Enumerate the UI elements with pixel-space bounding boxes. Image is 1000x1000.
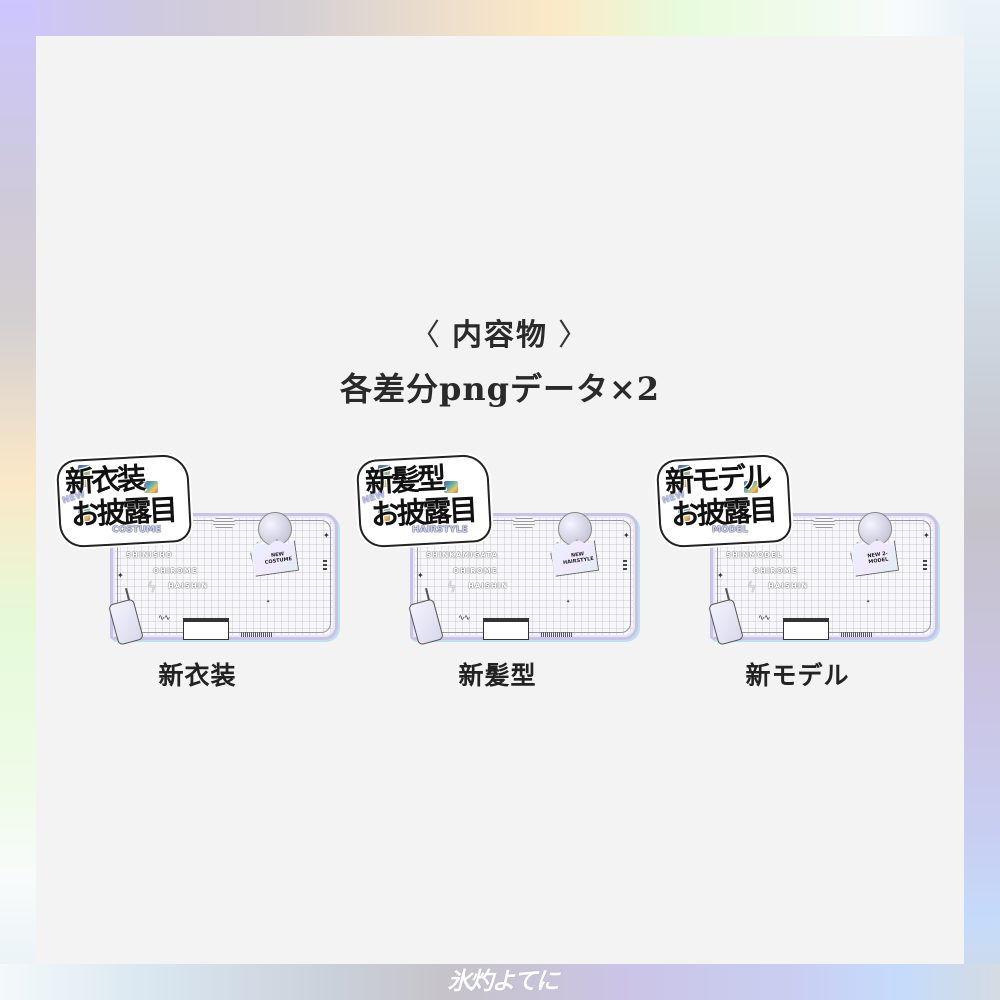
holo-fill (144, 481, 158, 493)
window-box (783, 618, 829, 640)
holo-fill (678, 507, 690, 521)
sticker-sub-label: COSTUME (112, 525, 162, 535)
barcode-icon (841, 632, 873, 637)
card-label: 新モデル (745, 661, 850, 690)
sparkle-icon: ✦ (117, 571, 124, 580)
sparkle-icon: ✦ (717, 571, 724, 580)
frame-text-line3: HAISHIN (468, 582, 509, 590)
lightning-bolt-icon: ϟ (747, 580, 757, 596)
sparkle-icon: ✦ (566, 599, 571, 605)
coil-icon (513, 516, 535, 530)
title-sticker: 新モデル お披露目 NEW MODEL (657, 455, 791, 547)
frame-text-line3: HAISHIN (768, 582, 809, 590)
section-subtitle: 各差分pngデータ×2 (339, 370, 661, 408)
disc-icon (258, 512, 292, 546)
gradient-border-right (964, 0, 1000, 1000)
sticker-sub-label: MODEL (712, 525, 748, 535)
sparkle-icon: ✦ (866, 599, 871, 605)
card-label: 新髪型 (458, 661, 537, 690)
left-bracket: 〈 (410, 318, 442, 353)
window-box (483, 618, 529, 640)
sparkle-icon: ✦ (623, 531, 630, 540)
wave-icon: ∿∿ (758, 613, 770, 622)
sparkle-icon: ✦ (266, 599, 271, 605)
holo-fill (78, 465, 90, 487)
lightning-bolt-icon: ϟ (147, 580, 157, 596)
coil-icon (213, 516, 235, 530)
wave-icon: ∿∿ (458, 613, 470, 622)
frame-text-line2: OHIROME (453, 567, 498, 575)
frame-text-line2: OHIROME (153, 567, 198, 575)
sparkle-icon: ✦ (323, 531, 330, 540)
card-label: 新衣装 (158, 661, 237, 690)
holo-fill (78, 507, 90, 521)
title-sticker: 新衣装 お披露目 NEW COSTUME (57, 455, 191, 547)
creator-logo-watermark: 氷灼よてに (447, 967, 560, 995)
barcode-icon (541, 632, 573, 637)
holo-fill (744, 481, 758, 493)
section-title-text: 内容物 (452, 318, 548, 353)
wave-icon: ∿∿ (158, 613, 170, 622)
gradient-border-bottom (0, 964, 1000, 1000)
gradient-border-top (0, 0, 1000, 36)
zigzag-icon (923, 560, 927, 572)
frame-text-line1: SHINMODEL (726, 551, 783, 559)
disc-icon (558, 512, 592, 546)
preview-card-costume: ◂ ▸ NEW COSTUME SHINISHO OHIROME HAISHIN… (55, 455, 340, 690)
preview-card-model: ◂ ▸ NEW 2-MODEL SHINMODEL OHIROME HAISHI… (655, 455, 940, 690)
frame-text-line3: HAISHIN (168, 582, 209, 590)
holo-fill (378, 465, 390, 487)
barcode-icon (241, 632, 273, 637)
lightning-bolt-icon: ϟ (447, 580, 457, 596)
zigzag-icon (323, 560, 327, 572)
sticker-sub-label: HAIRSTYLE (412, 525, 468, 535)
zigzag-icon (623, 560, 627, 572)
frame-text-line2: OHIROME (753, 567, 798, 575)
window-box (183, 618, 229, 640)
preview-card-hairstyle: ◂ ▸ NEW HAIRSTYLE SHINKAMIGATA OHIROME H… (355, 455, 640, 690)
stream-frame-preview: ◂ ▸ NEW 2-MODEL SHINMODEL OHIROME HAISHI… (708, 512, 938, 646)
holo-fill (378, 507, 390, 521)
section-title: 〈内容物〉 (0, 310, 1000, 354)
holo-fill (444, 481, 458, 493)
right-bracket: 〉 (558, 318, 590, 353)
coil-icon (813, 516, 835, 530)
sparkle-icon: ✦ (417, 571, 424, 580)
frame-text-line1: SHINKAMIGATA (426, 551, 499, 559)
title-sticker: 新髪型 お披露目 NEW HAIRSTYLE (357, 455, 491, 547)
gradient-border-left (0, 0, 36, 1000)
frame-text-line1: SHINISHO (126, 551, 173, 559)
sparkle-icon: ✦ (923, 531, 930, 540)
content-panel (36, 36, 964, 964)
disc-icon (858, 512, 892, 546)
holo-fill (678, 465, 690, 487)
